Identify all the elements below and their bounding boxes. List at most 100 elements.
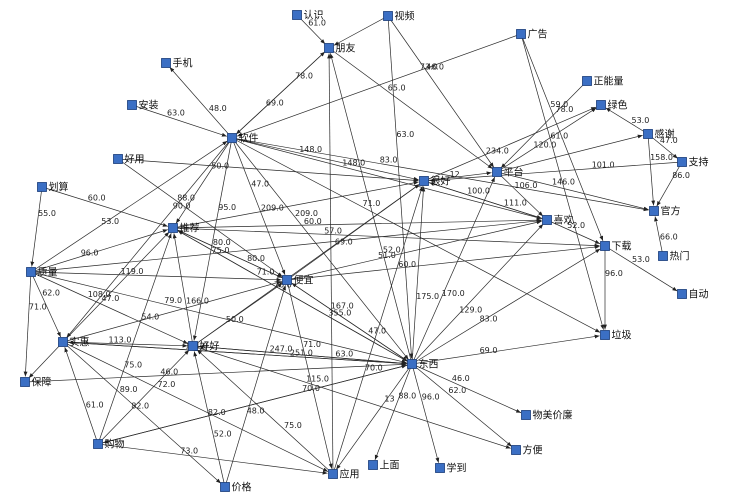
node-marker[interactable]	[600, 330, 610, 340]
node-marker[interactable]	[407, 359, 417, 369]
edge-gw-hhao	[97, 349, 190, 445]
edge-weight-label: 62.0	[448, 386, 466, 395]
node-tj[interactable]: 推荐	[168, 222, 200, 235]
node-marker[interactable]	[521, 410, 531, 420]
node-hhao[interactable]: 好好	[188, 341, 220, 353]
node-marker[interactable]	[600, 241, 610, 251]
node-fb[interactable]: 方便	[511, 444, 543, 457]
node-label: 平台	[504, 166, 524, 179]
node-label: 上面	[380, 460, 400, 472]
node-xd[interactable]: 学到	[435, 462, 467, 475]
edge-weight-label: 48.0	[209, 104, 227, 113]
node-hy[interactable]: 好用	[113, 154, 145, 166]
node-sp[interactable]: 视频	[383, 10, 415, 23]
node-marker[interactable]	[282, 275, 292, 285]
node-marker[interactable]	[596, 100, 606, 110]
node-zd[interactable]: 自动	[677, 288, 709, 301]
node-zc[interactable]: 支持	[677, 156, 709, 169]
node-pyi[interactable]: 便宜	[282, 274, 314, 287]
edge-weight-label: 75.0	[212, 246, 230, 255]
node-marker[interactable]	[511, 445, 521, 455]
edge-rj-dx	[231, 137, 409, 360]
node-marker[interactable]	[582, 76, 592, 86]
edge-pt-ls	[496, 107, 597, 173]
node-zl[interactable]: 质量	[26, 267, 58, 279]
node-marker[interactable]	[188, 341, 198, 351]
node-marker[interactable]	[658, 251, 668, 261]
node-marker[interactable]	[435, 463, 445, 473]
edge-hh-ls	[423, 106, 597, 182]
edge-weight-label: 71.0	[29, 303, 47, 312]
edge-weight-label: 209.0	[295, 209, 318, 218]
node-gf[interactable]: 官方	[649, 205, 681, 218]
node-sh[interactable]: 实惠	[58, 336, 90, 349]
node-sm[interactable]: 上面	[368, 460, 400, 472]
node-pt[interactable]: 平台	[492, 166, 524, 179]
node-marker[interactable]	[161, 58, 171, 68]
edge-weight-label: 69.0	[266, 99, 284, 108]
edge-weight-label: 175.0	[416, 292, 439, 301]
node-marker[interactable]	[419, 176, 429, 186]
node-marker[interactable]	[227, 133, 237, 143]
node-xz[interactable]: 下载	[600, 241, 632, 253]
node-jg[interactable]: 价格	[220, 481, 252, 494]
node-marker[interactable]	[677, 157, 687, 167]
node-marker[interactable]	[516, 29, 526, 39]
node-ls[interactable]: 绿色	[596, 99, 628, 112]
node-marker[interactable]	[20, 377, 30, 387]
node-marker[interactable]	[292, 10, 302, 20]
node-py[interactable]: 朋友	[324, 42, 356, 55]
edge-rm-gf	[654, 216, 664, 257]
node-gw[interactable]: 购物	[93, 438, 125, 451]
node-dx[interactable]: 东西	[407, 358, 439, 371]
node-znl[interactable]: 正能量	[582, 75, 624, 88]
node-bz[interactable]: 保障	[20, 376, 52, 389]
node-label: 自动	[689, 288, 709, 301]
edge-weight-label: 83.0	[480, 315, 498, 324]
edge-weight-label: 71.0	[257, 268, 275, 277]
node-marker[interactable]	[26, 267, 36, 277]
node-hh[interactable]: 很好	[419, 175, 451, 188]
node-wm[interactable]: 物美价廉	[521, 409, 573, 422]
edge-jg-hhao	[193, 351, 226, 488]
edge-weight-label: 170.0	[442, 289, 465, 298]
node-yy[interactable]: 应用	[328, 468, 360, 481]
node-marker[interactable]	[542, 215, 552, 225]
node-marker[interactable]	[58, 337, 68, 347]
edge-zc-gf	[656, 161, 683, 207]
edge-weight-label: 82.0	[208, 408, 226, 417]
node-marker[interactable]	[643, 129, 653, 139]
node-sj[interactable]: 手机	[161, 57, 193, 70]
node-marker[interactable]	[383, 11, 393, 21]
node-marker[interactable]	[113, 154, 123, 164]
node-az[interactable]: 安装	[127, 99, 159, 112]
node-marker[interactable]	[168, 223, 178, 233]
node-marker[interactable]	[220, 482, 230, 492]
node-marker[interactable]	[649, 206, 659, 216]
node-marker[interactable]	[677, 289, 687, 299]
node-gg[interactable]: 广告	[516, 28, 548, 41]
node-marker[interactable]	[324, 43, 334, 53]
edge-yy-hhao	[196, 349, 334, 475]
edge-weight-label: 119.0	[121, 267, 144, 276]
node-label: 广告	[528, 28, 548, 41]
node-rz[interactable]: 认识	[292, 9, 324, 22]
node-marker[interactable]	[93, 439, 103, 449]
edge-weight-label: 106.0	[515, 181, 538, 190]
node-ljc[interactable]: 垃圾	[600, 329, 632, 342]
node-marker[interactable]	[37, 182, 47, 192]
node-rm[interactable]: 热门	[658, 250, 690, 263]
edge-rj-pyi	[231, 137, 286, 275]
node-label: 学到	[447, 462, 467, 475]
node-xh[interactable]: 喜欢	[542, 214, 574, 227]
node-marker[interactable]	[328, 469, 338, 479]
node-marker[interactable]	[492, 167, 502, 177]
node-marker[interactable]	[127, 100, 137, 110]
node-rj[interactable]: 软件	[227, 132, 259, 145]
node-marker[interactable]	[368, 460, 378, 470]
edge-weight-label: 146.0	[552, 178, 575, 187]
edge-xz-zd	[604, 245, 678, 292]
node-hs[interactable]: 划算	[37, 181, 69, 194]
node-gx[interactable]: 感谢	[643, 128, 675, 141]
